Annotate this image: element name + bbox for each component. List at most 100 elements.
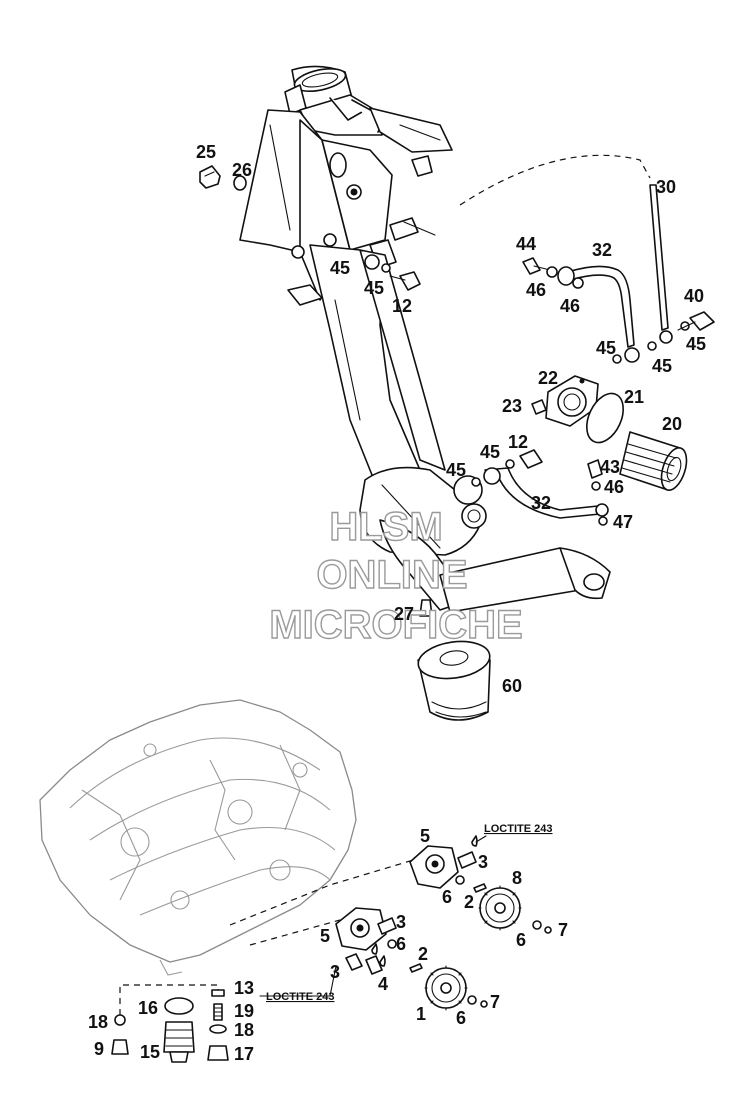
callout-21: 21 bbox=[624, 387, 644, 407]
washer-45e bbox=[505, 459, 515, 469]
washer-6c bbox=[387, 939, 397, 949]
spin-on-oil-filter-60 bbox=[417, 640, 491, 721]
callout-43: 43 bbox=[600, 457, 620, 477]
loctite-drop-bottom-1 bbox=[371, 943, 378, 955]
bolt-3c bbox=[345, 953, 363, 971]
callout-45-g: 45 bbox=[446, 460, 466, 480]
clip-7b bbox=[480, 1000, 488, 1008]
bolt-3b bbox=[377, 917, 397, 935]
oil-pump-lower-5 bbox=[335, 907, 387, 951]
bolt-3a bbox=[457, 851, 477, 869]
seal-ring-26 bbox=[233, 175, 247, 191]
watermark-line-2: ONLINE bbox=[316, 553, 467, 597]
callout-2-lower: 2 bbox=[418, 944, 428, 964]
washer-6a bbox=[455, 875, 465, 885]
bolt-23 bbox=[531, 399, 547, 415]
callout-13: 13 bbox=[234, 978, 254, 998]
washer-46a bbox=[546, 266, 558, 278]
callout-25: 25 bbox=[196, 142, 216, 162]
callout-26: 26 bbox=[232, 160, 252, 180]
vent-pipe-30 bbox=[649, 184, 669, 331]
callout-45-a: 45 bbox=[330, 258, 350, 278]
callout-45-b: 45 bbox=[364, 278, 384, 298]
washer-45c bbox=[680, 321, 690, 331]
washer-46b bbox=[572, 277, 584, 289]
banjo-bolt-12b bbox=[519, 449, 543, 469]
callout-22: 22 bbox=[538, 368, 558, 388]
frame bbox=[239, 65, 611, 617]
loctite-label-bottom: LOCTITE 243 bbox=[266, 991, 334, 1003]
bolt-4 bbox=[365, 955, 383, 975]
oil-pump-upper-5 bbox=[409, 845, 459, 889]
callout-16: 16 bbox=[138, 998, 158, 1018]
callout-3-upper: 3 bbox=[478, 852, 488, 872]
callout-18-a: 18 bbox=[88, 1012, 108, 1032]
callout-9: 9 bbox=[94, 1039, 104, 1059]
callout-6-d: 6 bbox=[456, 1008, 466, 1028]
banjo-bolt-44 bbox=[522, 257, 541, 275]
o-ring-16 bbox=[164, 997, 194, 1015]
oil-line-32-lower bbox=[483, 467, 609, 519]
washer-45a bbox=[612, 354, 622, 364]
pin-2b bbox=[409, 963, 423, 973]
oil-screen-15 bbox=[163, 1021, 195, 1063]
callout-44: 44 bbox=[516, 234, 536, 254]
callout-15: 15 bbox=[140, 1042, 160, 1062]
callout-5-lower: 5 bbox=[320, 926, 330, 946]
callout-47: 47 bbox=[613, 512, 633, 532]
washer-45b bbox=[647, 341, 657, 351]
sprocket-8 bbox=[478, 885, 522, 931]
callout-27: 27 bbox=[394, 604, 414, 624]
callout-6-c: 6 bbox=[396, 934, 406, 954]
washer-46c bbox=[591, 481, 601, 491]
callout-4: 4 bbox=[378, 974, 388, 994]
callout-19: 19 bbox=[234, 1001, 254, 1021]
callout-8: 8 bbox=[512, 868, 522, 888]
callout-45-d: 45 bbox=[652, 356, 672, 376]
loctite-drop-top bbox=[471, 835, 478, 847]
vent-routing-line bbox=[459, 154, 651, 206]
callout-46-b: 46 bbox=[560, 296, 580, 316]
plug-13 bbox=[211, 989, 225, 997]
plug-9 bbox=[111, 1039, 129, 1055]
watermark: HLSM ONLINE MICROFICHE bbox=[269, 504, 524, 647]
washer-45f bbox=[471, 477, 481, 487]
callout-18-b: 18 bbox=[234, 1020, 254, 1040]
callout-3-c: 3 bbox=[330, 962, 340, 982]
callout-40: 40 bbox=[684, 286, 704, 306]
washer-47 bbox=[598, 516, 608, 526]
callout-17: 17 bbox=[234, 1044, 254, 1064]
callout-1: 1 bbox=[416, 1004, 426, 1024]
callout-12-b: 12 bbox=[508, 432, 528, 452]
banjo-bolt-43 bbox=[587, 459, 603, 479]
callout-46-c: 46 bbox=[604, 477, 624, 497]
pump-routing-line-2 bbox=[249, 919, 341, 946]
o-ring-21 bbox=[586, 392, 624, 444]
callout-32-lower: 32 bbox=[531, 493, 551, 513]
callout-12-a: 12 bbox=[392, 296, 412, 316]
pump-routing-line bbox=[229, 857, 421, 926]
callout-2-upper: 2 bbox=[464, 892, 474, 912]
watermark-line-1: HLSM bbox=[329, 505, 442, 549]
callout-46-a: 46 bbox=[526, 280, 546, 300]
loctite-label-top: LOCTITE 243 bbox=[484, 823, 552, 835]
callout-30: 30 bbox=[656, 177, 676, 197]
callout-5-upper: 5 bbox=[420, 826, 430, 846]
seal-18b bbox=[209, 1024, 227, 1034]
callout-7-upper: 7 bbox=[558, 920, 568, 940]
plug-17 bbox=[207, 1045, 229, 1061]
leader-lines bbox=[259, 835, 487, 997]
part-number-callouts: 25 26 30 44 32 46 46 45 45 12 40 45 45 4… bbox=[88, 142, 706, 1064]
clip-7a bbox=[544, 926, 552, 934]
banjo-bolt-40 bbox=[689, 311, 715, 331]
washer-6d bbox=[467, 995, 477, 1005]
callout-45-e: 45 bbox=[686, 334, 706, 354]
drain-plug-25 bbox=[199, 165, 221, 189]
sprocket-1 bbox=[424, 965, 468, 1011]
callout-45-c: 45 bbox=[596, 338, 616, 358]
seal-18a bbox=[114, 1014, 126, 1026]
callout-6-a: 6 bbox=[442, 887, 452, 907]
banjo-fitting bbox=[364, 254, 380, 270]
watermark-line-3: MICROFICHE bbox=[269, 603, 522, 647]
